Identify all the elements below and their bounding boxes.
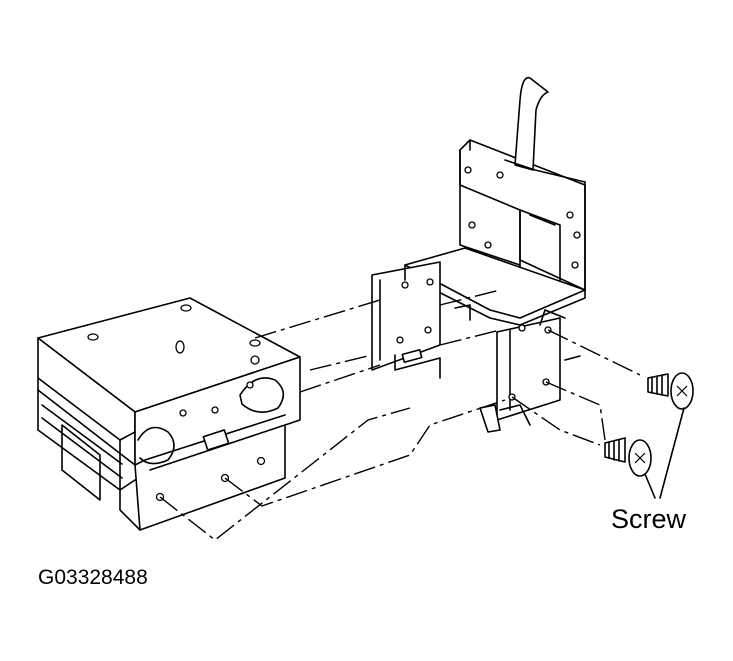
radio-unit (37, 297, 301, 531)
screw-label: Screw (611, 504, 687, 534)
screw-upper (647, 372, 694, 410)
figure-id: G03328488 (38, 566, 148, 589)
mounting-bracket (371, 76, 586, 433)
alignment-lines (159, 289, 641, 541)
screw-lower (604, 437, 652, 477)
screw-leader-lines (644, 407, 685, 499)
